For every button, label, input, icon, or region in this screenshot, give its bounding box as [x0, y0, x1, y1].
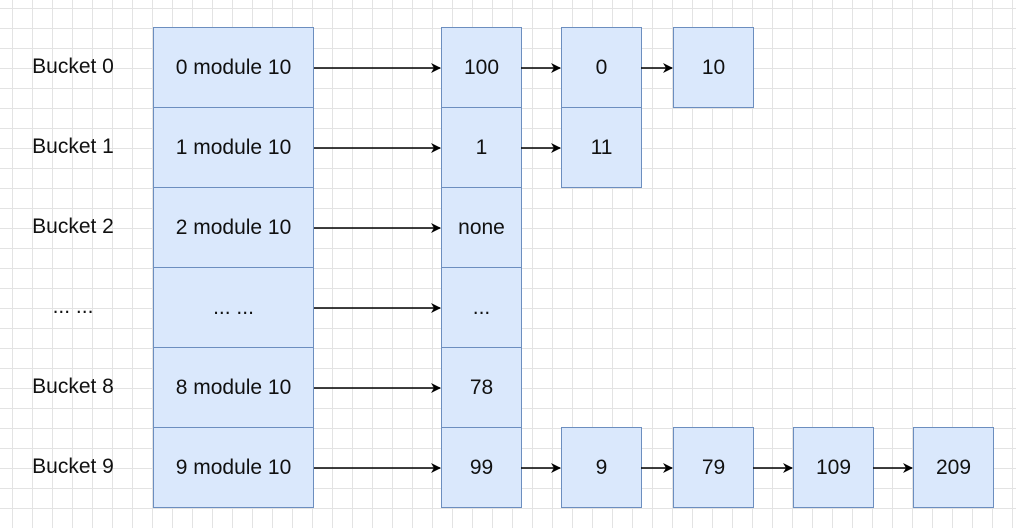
chain-head-node: ... [441, 267, 522, 348]
bucket-label: Bucket 1 [32, 135, 114, 158]
bucket-label: Bucket 9 [32, 455, 114, 478]
bucket-modulo-cell: 0 module 10 [153, 27, 314, 108]
chain-node: 11 [561, 107, 642, 188]
bucket-modulo-cell: 9 module 10 [153, 427, 314, 508]
bucket-label: Bucket 8 [32, 375, 114, 398]
chain-head-node: 78 [441, 347, 522, 428]
chain-head-node: 1 [441, 107, 522, 188]
chain-node: 9 [561, 427, 642, 508]
chain-node: 109 [793, 427, 874, 508]
chain-head-node: none [441, 187, 522, 268]
bucket-modulo-cell: 1 module 10 [153, 107, 314, 188]
chain-node: 79 [673, 427, 754, 508]
chain-node: 209 [913, 427, 994, 508]
bucket-label: ... ... [52, 295, 94, 318]
bucket-label: Bucket 0 [32, 55, 114, 78]
bucket-label: Bucket 2 [32, 215, 114, 238]
bucket-modulo-cell: 8 module 10 [153, 347, 314, 428]
bucket-modulo-cell: ... ... [153, 267, 314, 348]
chain-node: 10 [673, 27, 754, 108]
bucket-modulo-cell: 2 module 10 [153, 187, 314, 268]
